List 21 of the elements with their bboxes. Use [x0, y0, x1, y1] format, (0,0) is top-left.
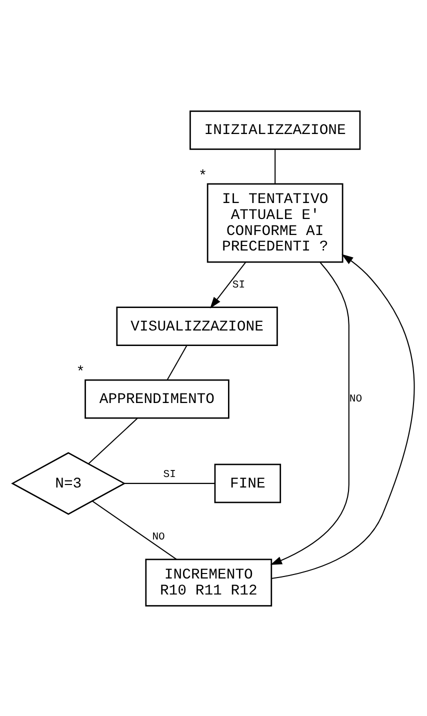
edge-label: NO	[152, 530, 165, 543]
arrow	[271, 254, 415, 579]
connector	[92, 500, 177, 560]
node-box: INCREMENTO R10 R11 R12	[145, 558, 272, 606]
connector	[124, 482, 215, 484]
node-box: APPRENDIMENTO	[84, 378, 230, 418]
node-label: *	[76, 364, 85, 381]
edge-label: NO	[349, 393, 362, 406]
edge-label: SI	[163, 468, 176, 481]
node-box: IL TENTATIVO ATTUALE E' CONFORME AI PRECEDENTI ?	[206, 182, 344, 262]
node-label: *	[198, 168, 208, 184]
node-box: INIZIALIZZAZIONE	[190, 110, 361, 150]
arrow	[210, 261, 246, 308]
connector	[274, 149, 276, 184]
connector	[88, 418, 138, 464]
arrow	[270, 262, 350, 564]
node-box: FINE	[214, 463, 282, 503]
node-diamond: N=3	[11, 452, 126, 514]
edge-label: SI	[232, 278, 246, 291]
node-box: VISUALIZZAZIONE	[116, 306, 278, 346]
connector	[166, 344, 188, 380]
